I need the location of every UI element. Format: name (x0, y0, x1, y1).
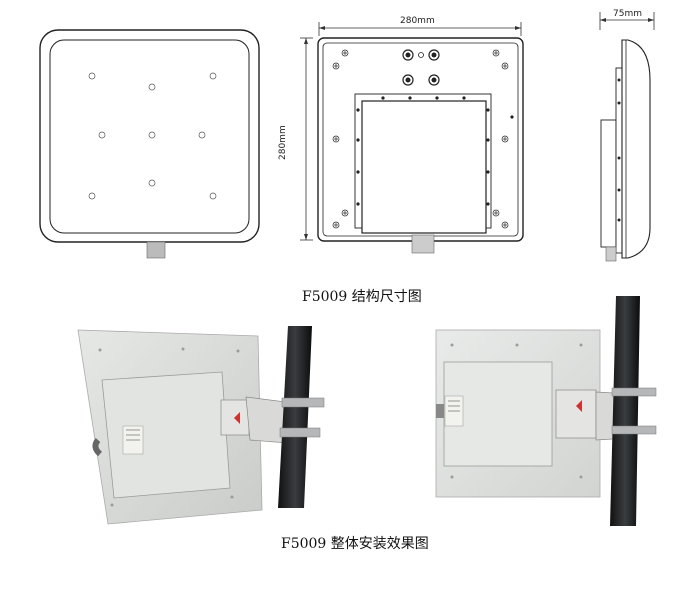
installation-caption: F5009 整体安装效果图 (281, 536, 429, 552)
front-inner-frame (49, 39, 250, 234)
back-mount-plate-inner (361, 100, 487, 234)
back-connector-stub (411, 234, 435, 254)
side-connector-stub (605, 246, 617, 262)
back-connectors (402, 49, 440, 86)
dim-width-label: 280mm (400, 16, 435, 26)
back-screws (332, 49, 509, 229)
side-housing (621, 39, 651, 259)
front-connector-stub (146, 241, 166, 259)
back-plate-dots (356, 96, 514, 206)
dim-depth-label: 75mm (613, 9, 642, 19)
structure-caption: F5009 结构尺寸图 (302, 289, 422, 305)
front-holes (88, 72, 217, 200)
